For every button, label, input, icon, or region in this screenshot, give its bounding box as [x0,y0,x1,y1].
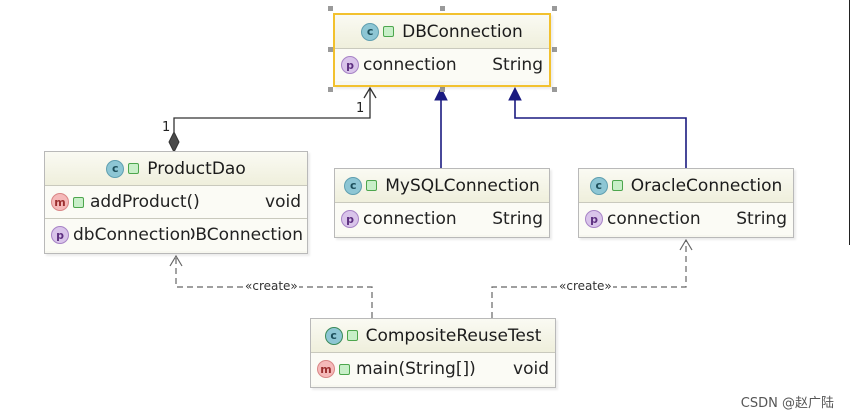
selection-handle[interactable] [440,6,445,11]
public-visibility-icon [383,26,395,37]
inheritance-oracle-arrowhead [508,86,522,101]
public-visibility-icon [346,330,358,341]
method-name: main(String[]) [356,359,476,379]
watermark: CSDN @赵广陆 [740,396,834,411]
selection-handle[interactable] [552,87,557,92]
class-header: c ProductDao [45,152,307,186]
class-name: DBConnection [402,21,523,42]
aggregation-arrowhead [363,86,377,99]
class-name: CompositeReuseTest [365,325,542,346]
method-row[interactable]: m addProduct() void [45,186,307,219]
field-name: connection [363,55,457,75]
multiplicity-source: 1 [162,120,171,135]
runnable-class-icon: c [324,326,343,345]
field-row[interactable]: p connection String [335,203,549,235]
selection-handle[interactable] [440,87,445,92]
method-name: addProduct() [90,192,200,212]
create-dependency-left-arrowhead [169,254,183,267]
class-oracleconnection[interactable]: c OracleConnection p connection String [578,168,794,238]
selection-handle[interactable] [552,6,557,11]
aggregation-diamond [168,130,180,154]
public-visibility-icon [366,180,378,191]
class-dbconnection[interactable]: c DBConnection p connection String [333,13,551,87]
field-name: connection [363,209,457,229]
field-row[interactable]: p connection String [335,49,549,81]
method-icon: m [51,193,69,211]
field-name: dbConnection [73,225,191,245]
public-visibility-icon [128,163,140,174]
class-icon: c [361,22,380,41]
field-type: String [736,209,787,229]
property-icon: p [51,226,69,244]
property-icon: p [585,210,603,228]
class-mysqlconnection[interactable]: c MySQLConnection p connection String [334,168,550,238]
method-return-type: void [265,192,301,212]
public-visibility-icon [339,363,350,375]
selection-handle[interactable] [328,6,333,11]
create-dependency-right[interactable] [491,240,687,318]
create-dependency-left[interactable] [175,256,373,318]
class-icon: c [106,159,125,178]
selection-handle[interactable] [328,47,333,52]
create-dependency-right-arrowhead [679,238,693,251]
field-name: connection [607,209,701,229]
class-name: ProductDao [147,158,246,179]
class-header: c OracleConnection [579,169,793,203]
class-header: c DBConnection [335,15,549,49]
property-icon: p [341,210,359,228]
inheritance-mysql-arrowhead [434,86,448,101]
selection-handle[interactable] [552,47,557,52]
aggregation-line[interactable] [173,88,371,132]
method-row[interactable]: m main(String[]) void [311,353,555,385]
class-name: MySQLConnection [385,175,540,196]
class-header: c MySQLConnection [335,169,549,203]
class-icon: c [589,176,608,195]
selection-handle[interactable] [328,87,333,92]
multiplicity-target: 1 [356,101,365,116]
class-header: c CompositeReuseTest [311,319,555,353]
class-compositereusetest[interactable]: c CompositeReuseTest m main(String[]) vo… [310,318,556,388]
create-stereotype-right: «create» [558,279,613,293]
class-name: OracleConnection [630,175,783,196]
field-type: String [492,55,543,75]
property-icon: p [341,56,359,74]
field-type: DBConnection [190,225,303,245]
field-row[interactable]: p dbConnection DBConnection [45,219,307,251]
class-icon: c [344,176,363,195]
inheritance-oracle-line[interactable] [514,100,687,168]
method-icon: m [317,360,335,378]
public-visibility-icon [611,180,623,191]
public-visibility-icon [73,196,84,208]
class-productdao[interactable]: c ProductDao m addProduct() void p dbCon… [44,151,308,254]
field-row[interactable]: p connection String [579,203,793,235]
create-stereotype-left: «create» [244,279,299,293]
field-type: String [492,209,543,229]
method-return-type: void [513,359,549,379]
